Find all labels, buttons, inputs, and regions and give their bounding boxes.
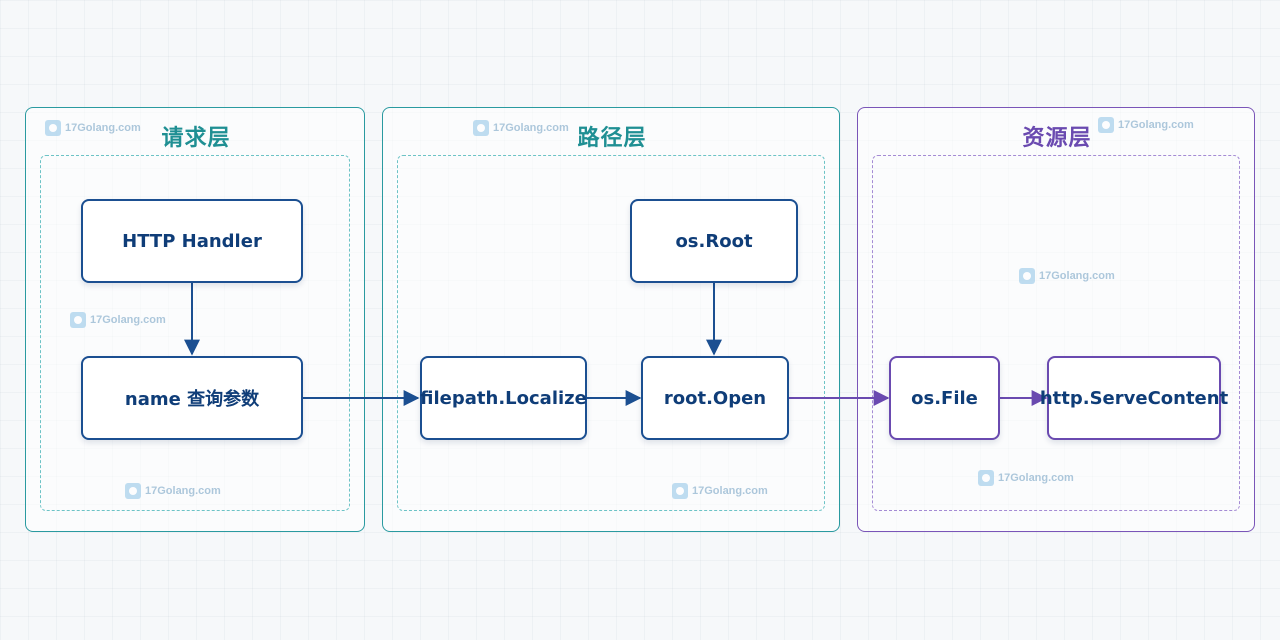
http-handler-label: HTTP Handler xyxy=(122,230,262,252)
watermark-logo-icon xyxy=(1098,117,1114,133)
watermark-logo-icon xyxy=(125,483,141,499)
os-file-node: os.File xyxy=(889,356,1000,440)
name-query-node: name 查询参数 xyxy=(81,356,303,440)
name-query-label: name 查询参数 xyxy=(124,389,260,410)
filepath-localize-label: filepath.Localize xyxy=(420,387,587,409)
watermark: 17Golang.com xyxy=(978,470,1074,486)
watermark-logo-icon xyxy=(473,120,489,136)
http-servecontent-node: http.ServeContent xyxy=(1040,356,1228,440)
watermark-text: 17Golang.com xyxy=(1118,119,1194,131)
http-servecontent-label: http.ServeContent xyxy=(1039,387,1229,409)
root-open-node: root.Open xyxy=(641,356,789,440)
resource-layer-title: 资源层 xyxy=(1022,126,1092,151)
path-layer-title: 路径层 xyxy=(577,126,647,151)
watermark-text: 17Golang.com xyxy=(493,122,569,134)
http-handler-node: HTTP Handler xyxy=(81,199,303,283)
watermark-logo-icon xyxy=(978,470,994,486)
watermark-logo-icon xyxy=(1019,268,1035,284)
watermark: 17Golang.com xyxy=(45,120,141,136)
watermark: 17Golang.com xyxy=(1098,117,1194,133)
watermark-logo-icon xyxy=(45,120,61,136)
os-root-label: os.Root xyxy=(675,230,753,252)
os-root-node: os.Root xyxy=(630,199,798,283)
watermark-text: 17Golang.com xyxy=(145,485,221,497)
os-file-label: os.File xyxy=(911,387,978,409)
path-layer: 路径层 xyxy=(382,107,840,532)
watermark-logo-icon xyxy=(70,312,86,328)
watermark: 17Golang.com xyxy=(473,120,569,136)
request-layer-inner xyxy=(40,155,350,511)
watermark-text: 17Golang.com xyxy=(692,485,768,497)
watermark-logo-icon xyxy=(672,483,688,499)
watermark: 17Golang.com xyxy=(672,483,768,499)
watermark: 17Golang.com xyxy=(70,312,166,328)
resource-layer-inner xyxy=(872,155,1240,511)
watermark-text: 17Golang.com xyxy=(998,472,1074,484)
request-layer-title: 请求层 xyxy=(161,126,231,151)
watermark-text: 17Golang.com xyxy=(65,122,141,134)
filepath-localize-node: filepath.Localize xyxy=(420,356,587,440)
watermark-text: 17Golang.com xyxy=(90,314,166,326)
root-open-label: root.Open xyxy=(663,387,767,409)
watermark-text: 17Golang.com xyxy=(1039,270,1115,282)
path-layer-inner xyxy=(397,155,825,511)
watermark: 17Golang.com xyxy=(125,483,221,499)
resource-layer: 资源层 xyxy=(857,107,1255,532)
watermark: 17Golang.com xyxy=(1019,268,1115,284)
